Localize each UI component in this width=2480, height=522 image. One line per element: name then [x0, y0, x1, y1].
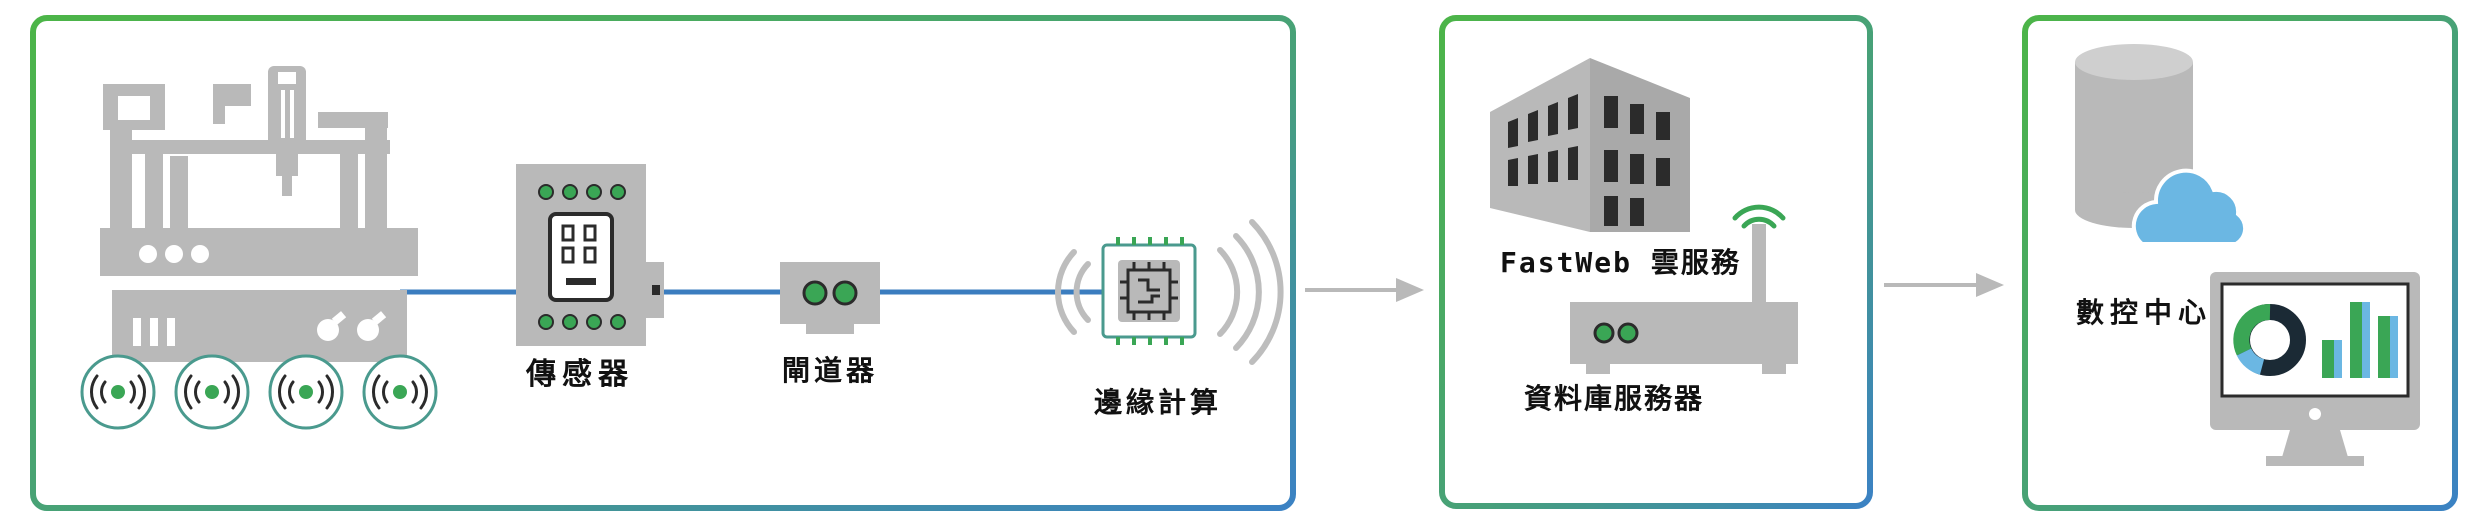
control-center-label: 數控中心: [2076, 296, 2212, 329]
cnc-machine-icon: [100, 66, 418, 362]
cloud-service-panel-frame: [1439, 15, 1873, 509]
gateway-label: 閘道器: [782, 354, 878, 387]
wireless-sensor-icon: [362, 354, 438, 430]
factory-panel-frame: [30, 15, 1296, 511]
router-icon: [1570, 204, 1798, 374]
sensor-box-icon: [516, 164, 664, 346]
cloud-service-label: FastWeb 雲服務: [1500, 246, 1741, 279]
database-server-label: 資料庫服務器: [1524, 382, 1704, 415]
flow-arrow-icon: [1305, 278, 1424, 302]
edge-computing-label: 邊緣計算: [1094, 386, 1222, 419]
edge-chip-icon: [1055, 219, 1284, 365]
monitor-dashboard-icon: [2210, 272, 2420, 466]
cloud-icon: [2131, 168, 2248, 246]
flow-arrow-icon: [1884, 273, 2004, 297]
factory-panel: 傳感器 閘道器: [30, 15, 1296, 511]
sensor-label: 傳感器: [525, 357, 634, 392]
control-center-panel-frame: [2022, 15, 2458, 511]
wireless-sensor-icon: [80, 354, 156, 430]
cloud-service-panel: FastWeb 雲服務 資料庫服務器: [1439, 15, 1873, 509]
control-center-panel: 數控中心: [2022, 15, 2458, 511]
gateway-icon: [780, 262, 880, 334]
wireless-sensor-icon: [174, 354, 250, 430]
office-building-icon: [1490, 58, 1690, 232]
wireless-sensor-icon: [268, 354, 344, 430]
